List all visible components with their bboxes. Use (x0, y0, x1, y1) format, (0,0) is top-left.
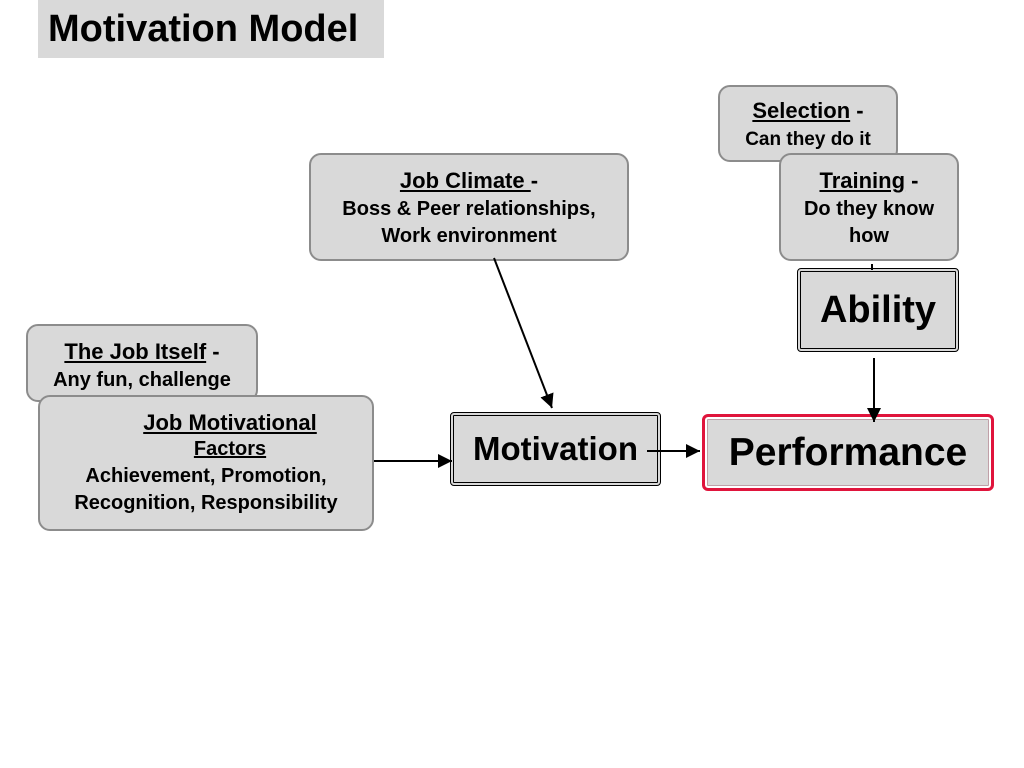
performance-label: Performance (728, 430, 968, 474)
selection-text: Can they do it (745, 129, 871, 150)
training-line1: Do they know (803, 198, 934, 220)
selection-heading: Selection (752, 98, 851, 123)
performance-node: Performance (702, 414, 994, 491)
job-climate-heading: Job Climate (399, 168, 531, 193)
job-climate-box: Job Climate - Boss & Peer relationships,… (309, 153, 629, 261)
ability-label: Ability (819, 288, 937, 331)
job-itself-text: Any fun, challenge (53, 369, 231, 391)
job-climate-line2: Work environment (381, 225, 557, 247)
job-motivational-line1: Achievement, Promotion, (85, 465, 327, 487)
job-climate-dash: - (530, 168, 539, 193)
training-box: Training - Do they know how (779, 153, 959, 261)
arrow-climate-to-motivation (493, 257, 554, 409)
training-line2: how (849, 225, 889, 247)
ability-node: Ability (797, 268, 959, 352)
job-motivational-box: Job Motivational Factors Achievement, Pr… (38, 395, 374, 531)
job-motivational-subheading: Factors (193, 438, 267, 460)
job-itself-dash: - (206, 339, 220, 364)
selection-dash: - (850, 98, 864, 123)
job-climate-line1: Boss & Peer relationships, (342, 198, 596, 220)
job-itself-heading: The Job Itself (64, 339, 207, 364)
motivation-label: Motivation (473, 430, 638, 467)
training-dash: - (905, 168, 919, 193)
selection-box: Selection - Can they do it (718, 85, 898, 162)
job-motivational-line2: Recognition, Responsibility (74, 492, 338, 514)
job-itself-box: The Job Itself - Any fun, challenge (26, 324, 258, 402)
training-heading: Training (819, 168, 906, 193)
page-title: Motivation Model (38, 0, 384, 58)
motivation-node: Motivation (450, 412, 661, 486)
job-motivational-heading: Job Motivational (143, 410, 317, 435)
